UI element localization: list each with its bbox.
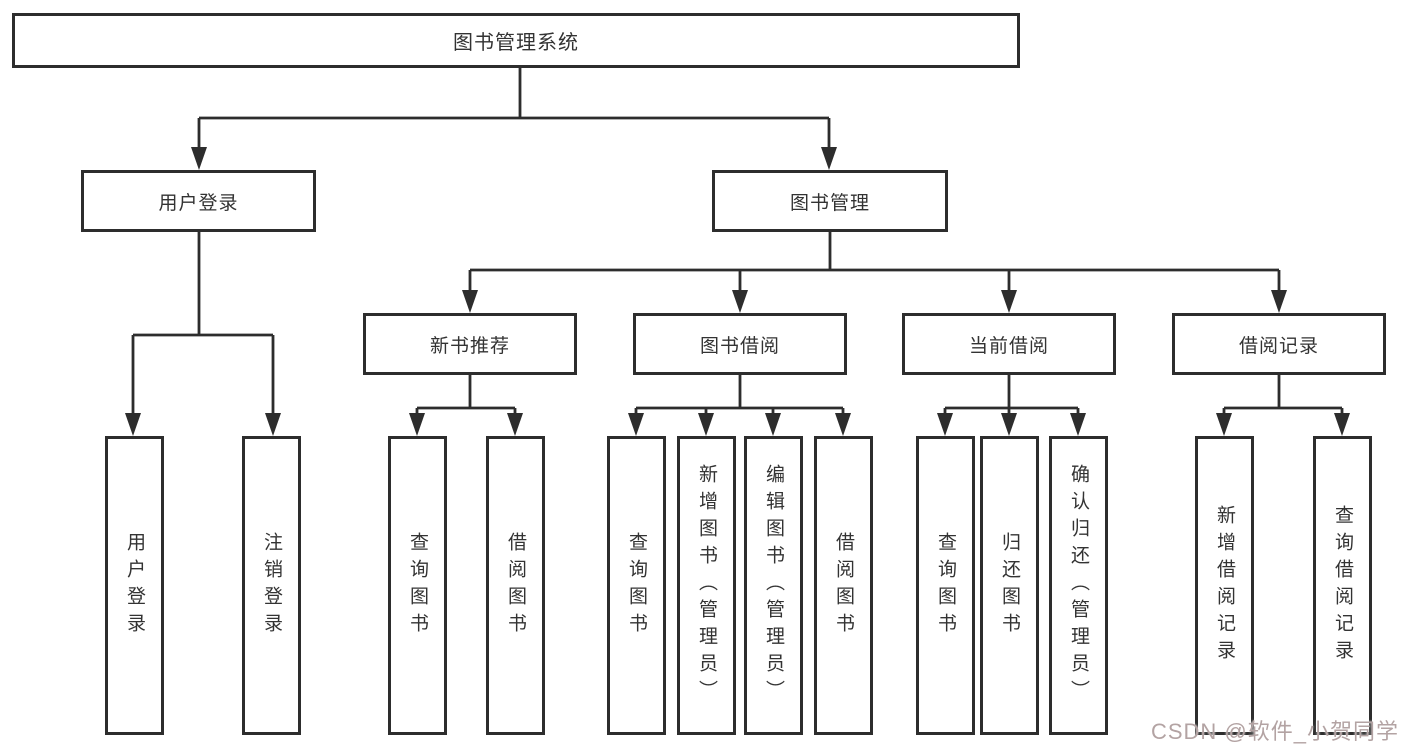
- leaf-query-borrow-record-label: 查询借阅记录: [1332, 504, 1353, 667]
- node-current-borrow-label: 当前借阅: [968, 335, 1049, 357]
- node-book-borrow: 图书借阅: [633, 313, 847, 375]
- leaf-user-login: 用户登录: [105, 436, 164, 735]
- leaf-user-login-label: 用户登录: [124, 531, 145, 640]
- leaf-logout-label: 注销登录: [261, 531, 282, 640]
- leaf-query-books-recommend-label: 查询图书: [407, 531, 428, 640]
- node-new-book-recommend-label: 新书推荐: [429, 335, 510, 357]
- leaf-edit-book-admin-label: 编辑图书（管理员）: [763, 464, 784, 707]
- leaf-borrow-books-2-label: 借阅图书: [833, 531, 854, 640]
- leaf-edit-book-admin: 编辑图书（管理员）: [744, 436, 803, 735]
- leaf-query-books-current-label: 查询图书: [935, 531, 956, 640]
- leaf-add-borrow-record-label: 新增借阅记录: [1214, 504, 1235, 667]
- leaf-query-borrow-record: 查询借阅记录: [1313, 436, 1372, 735]
- node-book-borrow-label: 图书借阅: [699, 335, 780, 357]
- node-root-label: 图书管理系统: [453, 32, 579, 54]
- leaf-borrow-books-recommend: 借阅图书: [486, 436, 545, 735]
- node-user-login-label: 用户登录: [158, 192, 239, 214]
- leaf-borrow-books-2: 借阅图书: [814, 436, 873, 735]
- leaf-query-books-current: 查询图书: [916, 436, 975, 735]
- leaf-logout: 注销登录: [242, 436, 301, 735]
- leaf-return-books-label: 归还图书: [999, 531, 1020, 640]
- leaf-borrow-books-recommend-label: 借阅图书: [505, 531, 526, 640]
- leaf-return-books: 归还图书: [980, 436, 1039, 735]
- leaf-add-borrow-record: 新增借阅记录: [1195, 436, 1254, 735]
- leaf-query-books-borrow: 查询图书: [607, 436, 666, 735]
- node-book-management-label: 图书管理: [789, 192, 870, 214]
- leaf-query-books-recommend: 查询图书: [388, 436, 447, 735]
- leaf-confirm-return-admin: 确认归还（管理员）: [1049, 436, 1108, 735]
- arrowheads: [125, 147, 1350, 436]
- node-user-login: 用户登录: [81, 170, 316, 232]
- node-current-borrow: 当前借阅: [902, 313, 1116, 375]
- leaf-confirm-return-admin-label: 确认归还（管理员）: [1068, 464, 1089, 707]
- leaf-add-book-admin: 新增图书（管理员）: [677, 436, 736, 735]
- node-root: 图书管理系统: [12, 13, 1020, 68]
- node-new-book-recommend: 新书推荐: [363, 313, 577, 375]
- node-book-management: 图书管理: [712, 170, 948, 232]
- leaf-add-book-admin-label: 新增图书（管理员）: [696, 464, 717, 707]
- csdn-watermark: CSDN @软件_小贺同学: [1150, 719, 1399, 744]
- node-borrow-records-label: 借阅记录: [1238, 335, 1319, 357]
- node-borrow-records: 借阅记录: [1172, 313, 1386, 375]
- leaf-query-books-borrow-label: 查询图书: [626, 531, 647, 640]
